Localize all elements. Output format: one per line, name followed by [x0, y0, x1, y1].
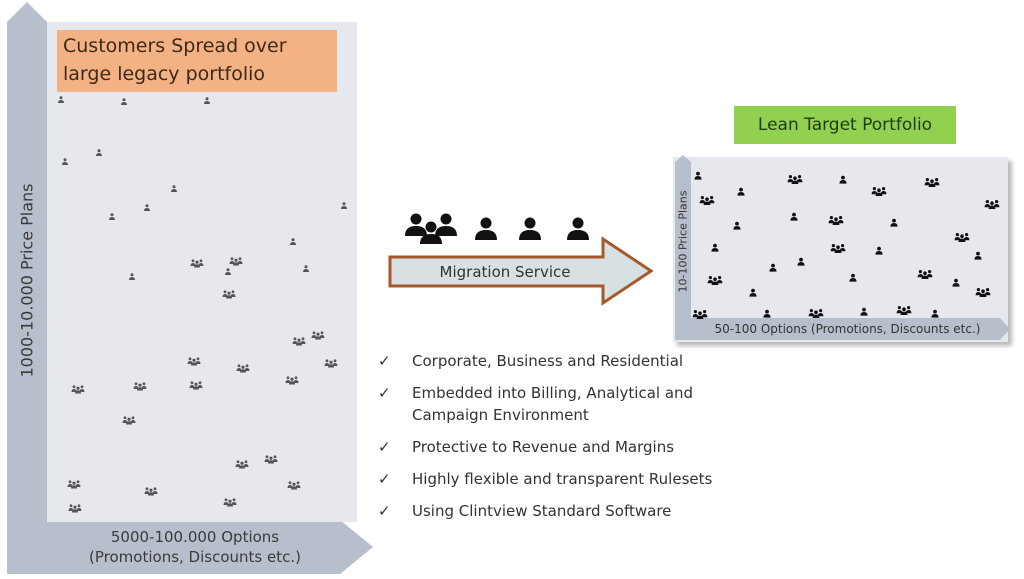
left-x-axis-label-line1: 5000-100.000 Options — [110, 528, 280, 546]
right-x-axis-label: 50-100 Options (Promotions, Discounts et… — [714, 322, 981, 336]
migration-graphic: Migration Service — [388, 213, 654, 306]
migration-label: Migration Service — [440, 263, 571, 281]
person-icon — [519, 217, 541, 240]
check-icon: ✓ — [378, 352, 391, 370]
left-chart — [7, 2, 373, 574]
feature-list: ✓ Corporate, Business and Residential ✓ … — [378, 350, 742, 532]
left-panel — [47, 22, 357, 522]
feature-text: Protective to Revenue and Margins — [412, 438, 675, 456]
check-icon: ✓ — [378, 502, 391, 520]
feature-item: ✓ Embedded into Billing, Analytical and … — [378, 382, 742, 426]
feature-text: Using Clintview Standard Software — [412, 502, 672, 520]
feature-item: ✓ Using Clintview Standard Software — [378, 500, 742, 522]
right-arrow-icon — [388, 236, 654, 306]
check-icon: ✓ — [378, 470, 391, 488]
left-x-axis-label-line2: (Promotions, Discounts etc.) — [89, 548, 301, 566]
right-y-axis-arrow — [675, 155, 691, 320]
right-x-axis-arrow — [675, 318, 1010, 340]
person-icon — [567, 217, 589, 240]
feature-item: ✓ Highly flexible and transparent Rulese… — [378, 468, 742, 490]
check-icon: ✓ — [378, 384, 391, 402]
feature-item: ✓ Corporate, Business and Residential — [378, 350, 742, 372]
feature-item: ✓ Protective to Revenue and Margins — [378, 436, 742, 458]
left-x-axis-label-box: 5000-100.000 Options (Promotions, Discou… — [60, 527, 330, 567]
right-chart — [673, 155, 1010, 342]
left-x-axis-arrow — [7, 520, 373, 574]
left-y-axis-arrow — [7, 2, 47, 550]
right-y-axis-label-box: 10-100 Price Plans — [674, 166, 692, 316]
right-panel-title: Lean Target Portfolio — [734, 106, 956, 144]
feature-text: Corporate, Business and Residential — [412, 352, 684, 370]
check-icon: ✓ — [378, 438, 391, 456]
person-icon — [475, 217, 497, 240]
feature-text: Highly flexible and transparent Rulesets — [412, 470, 713, 488]
left-y-axis-label: 1000-10.000 Price Plans — [17, 182, 37, 378]
right-y-axis-label: 10-100 Price Plans — [676, 190, 690, 292]
left-y-axis-label-box: 1000-10.000 Price Plans — [4, 130, 50, 430]
group-icon — [405, 213, 457, 244]
feature-text: Embedded into Billing, Analytical and Ca… — [412, 384, 694, 424]
left-panel-title: Customers Spread over large legacy portf… — [57, 30, 337, 92]
